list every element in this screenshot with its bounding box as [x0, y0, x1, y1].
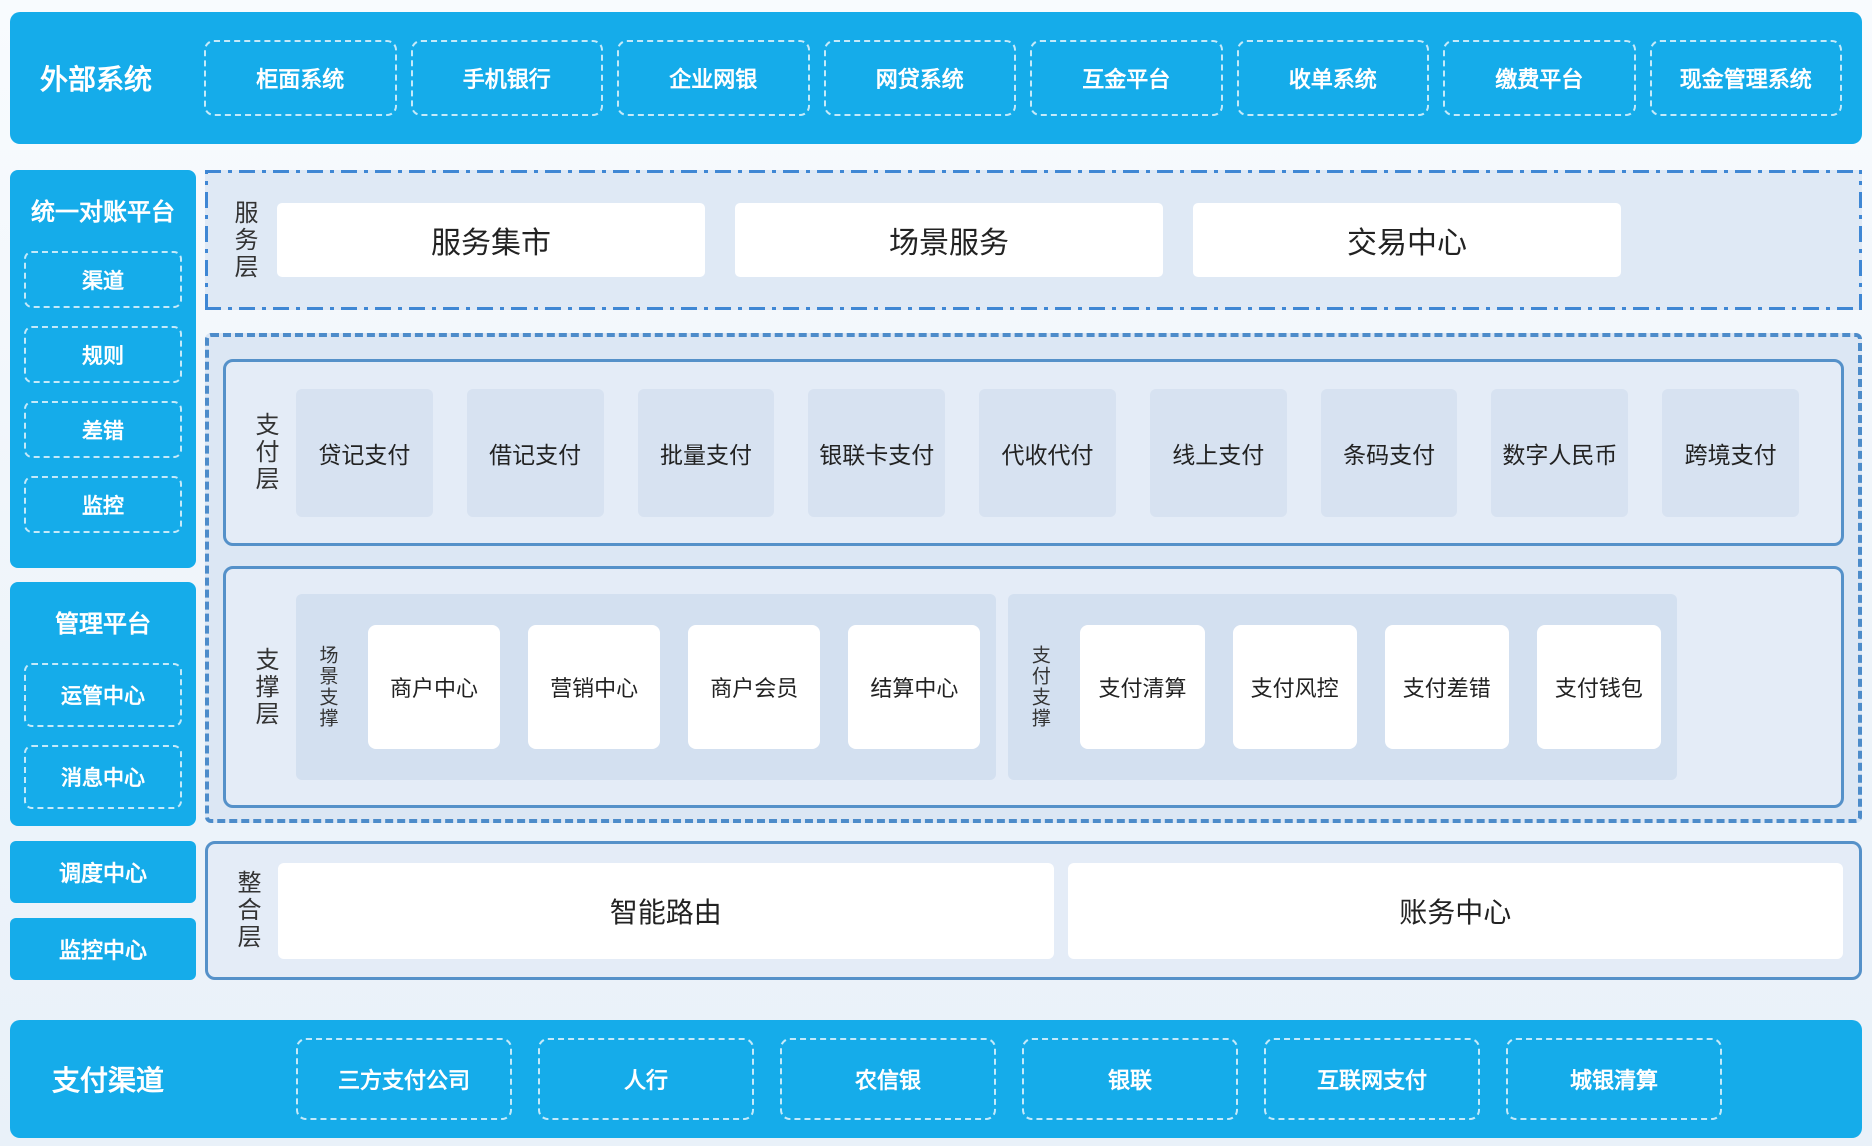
- payment-channel-box: 农信银: [780, 1038, 996, 1120]
- payment-support-box: 支付清算: [1080, 625, 1205, 749]
- left-sidebar: 统一对账平台 渠道 规则 差错 监控 管理平台 运管中心 消息中心 调度中心 监…: [10, 170, 196, 980]
- payment-channel-box: 互联网支付: [1264, 1038, 1480, 1120]
- scene-support-box: 结算中心: [848, 625, 981, 749]
- payment-box: 贷记支付: [296, 388, 433, 517]
- integration-box: 账务中心: [1067, 862, 1843, 959]
- payment-box: 数字人民币: [1491, 388, 1629, 517]
- payment-box: 跨境支付: [1662, 388, 1800, 517]
- management-platform-block: 管理平台 运管中心 消息中心: [10, 582, 196, 826]
- reconciliation-item-box: 差错: [24, 401, 182, 458]
- reconciliation-platform-block: 统一对账平台 渠道 规则 差错 监控: [10, 170, 196, 568]
- management-item-box: 运管中心: [24, 663, 182, 727]
- reconciliation-platform-items: 渠道 规则 差错 监控: [24, 251, 182, 533]
- payment-channels-bar: 支付渠道 三方支付公司 人行 农信银 银联 互联网支付 城银清算: [10, 1020, 1862, 1138]
- payment-channels-list: 三方支付公司 人行 农信银 银联 互联网支付 城银清算: [296, 1038, 1842, 1120]
- external-system-box: 缴费平台: [1443, 40, 1636, 116]
- payment-box: 银联卡支付: [808, 388, 946, 517]
- payment-box: 线上支付: [1149, 388, 1287, 517]
- external-systems-list: 柜面系统 手机银行 企业网银 网贷系统 互金平台 收单系统 缴费平台 现金管理系…: [204, 40, 1842, 116]
- scene-support-label: 场景支撑: [316, 645, 339, 729]
- external-system-box: 现金管理系统: [1649, 40, 1842, 116]
- payment-support-box: 支付钱包: [1536, 625, 1661, 749]
- payment-support-group: 支付支撑 支付清算 支付风控 支付差错 支付钱包: [1008, 594, 1677, 780]
- scene-support-group: 场景支撑 商户中心 营销中心 商户会员 结算中心: [296, 594, 997, 780]
- payment-support-box: 支付差错: [1384, 625, 1509, 749]
- integration-layer: 整合层 智能路由 账务中心: [205, 841, 1862, 980]
- reconciliation-item-box: 渠道: [24, 251, 182, 308]
- payment-box: 批量支付: [637, 388, 775, 517]
- support-layer: 支撑层 场景支撑 商户中心 营销中心 商户会员 结算中心: [223, 566, 1844, 808]
- external-systems-title: 外部系统: [40, 63, 153, 96]
- support-layer-groups: 场景支撑 商户中心 营销中心 商户会员 结算中心 支付支: [296, 594, 1827, 780]
- integration-layer-items: 智能路由 账务中心: [278, 862, 1843, 959]
- management-platform-title: 管理平台: [55, 610, 151, 638]
- service-layer-items: 服务集市 场景服务 交易中心: [277, 203, 1848, 277]
- payment-layer-label: 支付层: [251, 412, 279, 493]
- reconciliation-item-box: 监控: [24, 476, 182, 533]
- external-system-box: 互金平台: [1030, 40, 1223, 116]
- payment-channel-box: 人行: [538, 1038, 754, 1120]
- service-layer: 服务层 服务集市 场景服务 交易中心: [205, 170, 1862, 310]
- scene-support-box: 营销中心: [528, 625, 661, 749]
- scene-support-items: 商户中心 营销中心 商户会员 结算中心: [368, 625, 981, 749]
- payment-channel-box: 城银清算: [1506, 1038, 1722, 1120]
- core-layers-wrapper: 支付层 贷记支付 借记支付 批量支付 银联卡支付 代收代付 线上支付 条码支付: [205, 333, 1862, 823]
- payment-channels-title: 支付渠道: [52, 1064, 165, 1097]
- support-layer-label: 支撑层: [251, 646, 279, 728]
- scene-support-box: 商户中心: [368, 625, 501, 749]
- external-system-box: 网贷系统: [823, 40, 1016, 116]
- payment-box: 条码支付: [1320, 388, 1458, 517]
- payment-channel-box: 三方支付公司: [296, 1038, 512, 1120]
- external-system-box: 手机银行: [410, 40, 603, 116]
- payment-support-items: 支付清算 支付风控 支付差错 支付钱包: [1080, 625, 1661, 749]
- service-box: 服务集市: [277, 203, 705, 277]
- scene-support-box: 商户会员: [688, 625, 821, 749]
- external-systems-bar: 外部系统 柜面系统 手机银行 企业网银 网贷系统 互金平台 收单系统 缴费平台 …: [10, 12, 1862, 144]
- service-box: 场景服务: [735, 203, 1163, 277]
- management-platform-items: 运管中心 消息中心: [24, 663, 182, 809]
- service-box: 交易中心: [1193, 203, 1621, 277]
- external-system-box: 收单系统: [1236, 40, 1429, 116]
- payment-layer-items: 贷记支付 借记支付 批量支付 银联卡支付 代收代付 线上支付 条码支付 数字人民…: [296, 388, 1827, 517]
- payment-support-box: 支付风控: [1232, 625, 1357, 749]
- payment-layer: 支付层 贷记支付 借记支付 批量支付 银联卡支付 代收代付 线上支付 条码支付: [223, 359, 1844, 546]
- monitor-center-block: 监控中心: [10, 918, 196, 980]
- external-system-box: 企业网银: [617, 40, 810, 116]
- integration-box: 智能路由: [278, 862, 1054, 959]
- service-layer-label: 服务层: [230, 199, 258, 281]
- integration-layer-label: 整合层: [233, 870, 261, 951]
- main-architecture-area: 服务层 服务集市 场景服务 交易中心 支付层 贷记支付 借记支付 批量支付: [205, 170, 1862, 980]
- reconciliation-platform-title: 统一对账平台: [31, 198, 175, 226]
- payment-box: 借记支付: [466, 388, 604, 517]
- payment-channel-box: 银联: [1022, 1038, 1238, 1120]
- management-item-box: 消息中心: [24, 745, 182, 809]
- external-system-box: 柜面系统: [204, 40, 397, 116]
- payment-box: 代收代付: [979, 388, 1116, 517]
- payment-support-label: 支付支撑: [1028, 645, 1051, 729]
- reconciliation-item-box: 规则: [24, 326, 182, 383]
- dispatch-center-block: 调度中心: [10, 841, 196, 903]
